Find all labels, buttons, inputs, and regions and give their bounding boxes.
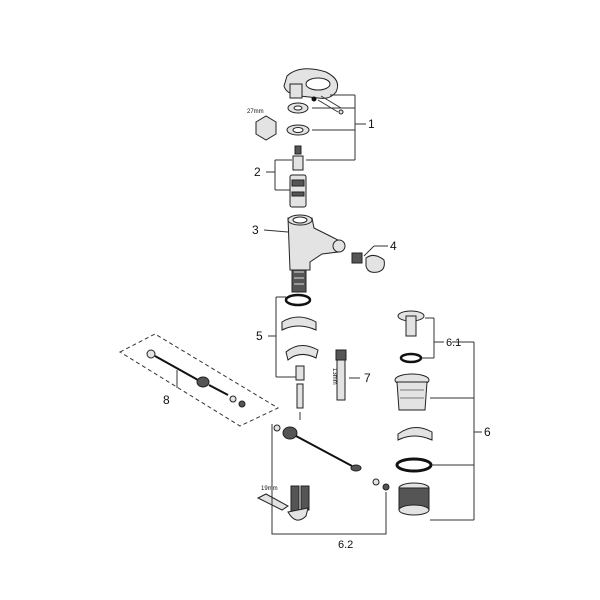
callout-4: 4 xyxy=(390,239,397,253)
callout-2: 2 xyxy=(254,165,261,179)
connection-hoses: 19mm xyxy=(256,485,310,521)
mounting-clamp xyxy=(285,345,319,361)
callout-1: 1 xyxy=(368,117,375,131)
mounting-o-ring xyxy=(284,293,312,307)
mixer-body xyxy=(287,214,346,293)
handle-screw-set xyxy=(311,95,344,115)
spanner-19mm-label: 19mm xyxy=(261,486,278,492)
waste-seal-ring xyxy=(395,457,433,473)
callout-5: 5 xyxy=(256,329,263,343)
callout-7: 7 xyxy=(364,371,371,385)
spanner-tool: 13mm xyxy=(331,349,347,401)
stopper-seal xyxy=(399,352,423,364)
cartridge-spindle xyxy=(292,145,304,171)
cover-cap xyxy=(287,102,309,114)
locking-nut xyxy=(286,124,310,136)
waste-body xyxy=(394,373,430,411)
wrench-27mm-label: 27mm xyxy=(247,109,264,115)
callout-6-2: 6.2 xyxy=(338,539,353,551)
callout-6: 6 xyxy=(484,425,491,439)
mounting-horseshoe-washer xyxy=(281,316,317,331)
mounting-threaded-stud xyxy=(295,365,305,381)
leader-lines xyxy=(176,94,482,535)
callout-3: 3 xyxy=(252,223,259,237)
callout-8: 8 xyxy=(163,393,170,407)
popup-stopper xyxy=(397,310,425,337)
lever-handle xyxy=(283,68,339,99)
swivel-aerator xyxy=(351,252,385,273)
waste-horseshoe-washer xyxy=(397,427,433,441)
wrench-27mm-icon: 27mm xyxy=(247,109,277,141)
flexible-rod-kit xyxy=(118,333,280,427)
waste-tailpiece xyxy=(398,482,430,516)
cartridge xyxy=(289,174,307,208)
lift-rod-assembly xyxy=(273,383,390,491)
callout-6-1: 6.1 xyxy=(446,337,461,349)
pin-13mm-label: 13mm xyxy=(331,368,337,385)
